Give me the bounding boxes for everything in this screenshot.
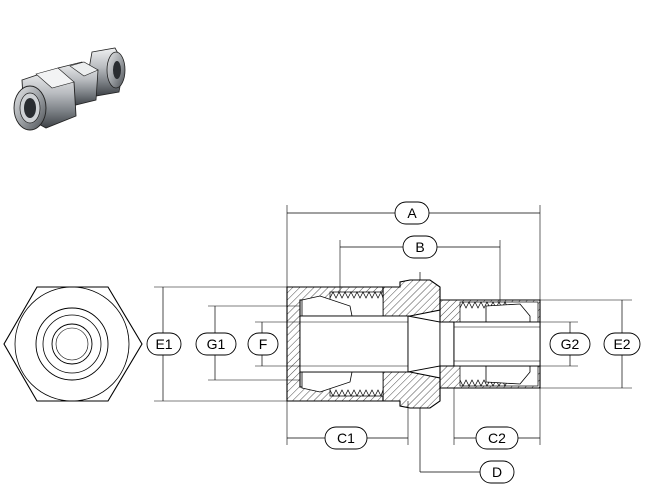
label-D: D [479, 460, 515, 484]
svg-text:C1: C1 [337, 430, 355, 446]
label-G1: G1 [195, 332, 237, 356]
svg-text:G1: G1 [207, 336, 226, 352]
label-C1: C1 [324, 426, 368, 450]
svg-text:D: D [492, 464, 502, 480]
label-E1: E1 [146, 332, 182, 356]
svg-text:G2: G2 [561, 336, 580, 352]
svg-text:E1: E1 [155, 336, 172, 352]
dimension-lines [154, 205, 632, 473]
label-E2: E2 [603, 332, 641, 356]
section-view [286, 279, 541, 409]
svg-text:C2: C2 [488, 430, 506, 446]
svg-text:F: F [259, 336, 268, 352]
svg-text:E2: E2 [613, 336, 630, 352]
isometric-view [13, 47, 126, 131]
end-view [3, 286, 143, 402]
label-F: F [247, 332, 279, 356]
label-B: B [402, 235, 438, 259]
svg-text:A: A [407, 205, 417, 221]
label-C2: C2 [475, 426, 519, 450]
label-A: A [394, 201, 430, 225]
svg-text:B: B [415, 239, 424, 255]
label-G2: G2 [549, 332, 591, 356]
